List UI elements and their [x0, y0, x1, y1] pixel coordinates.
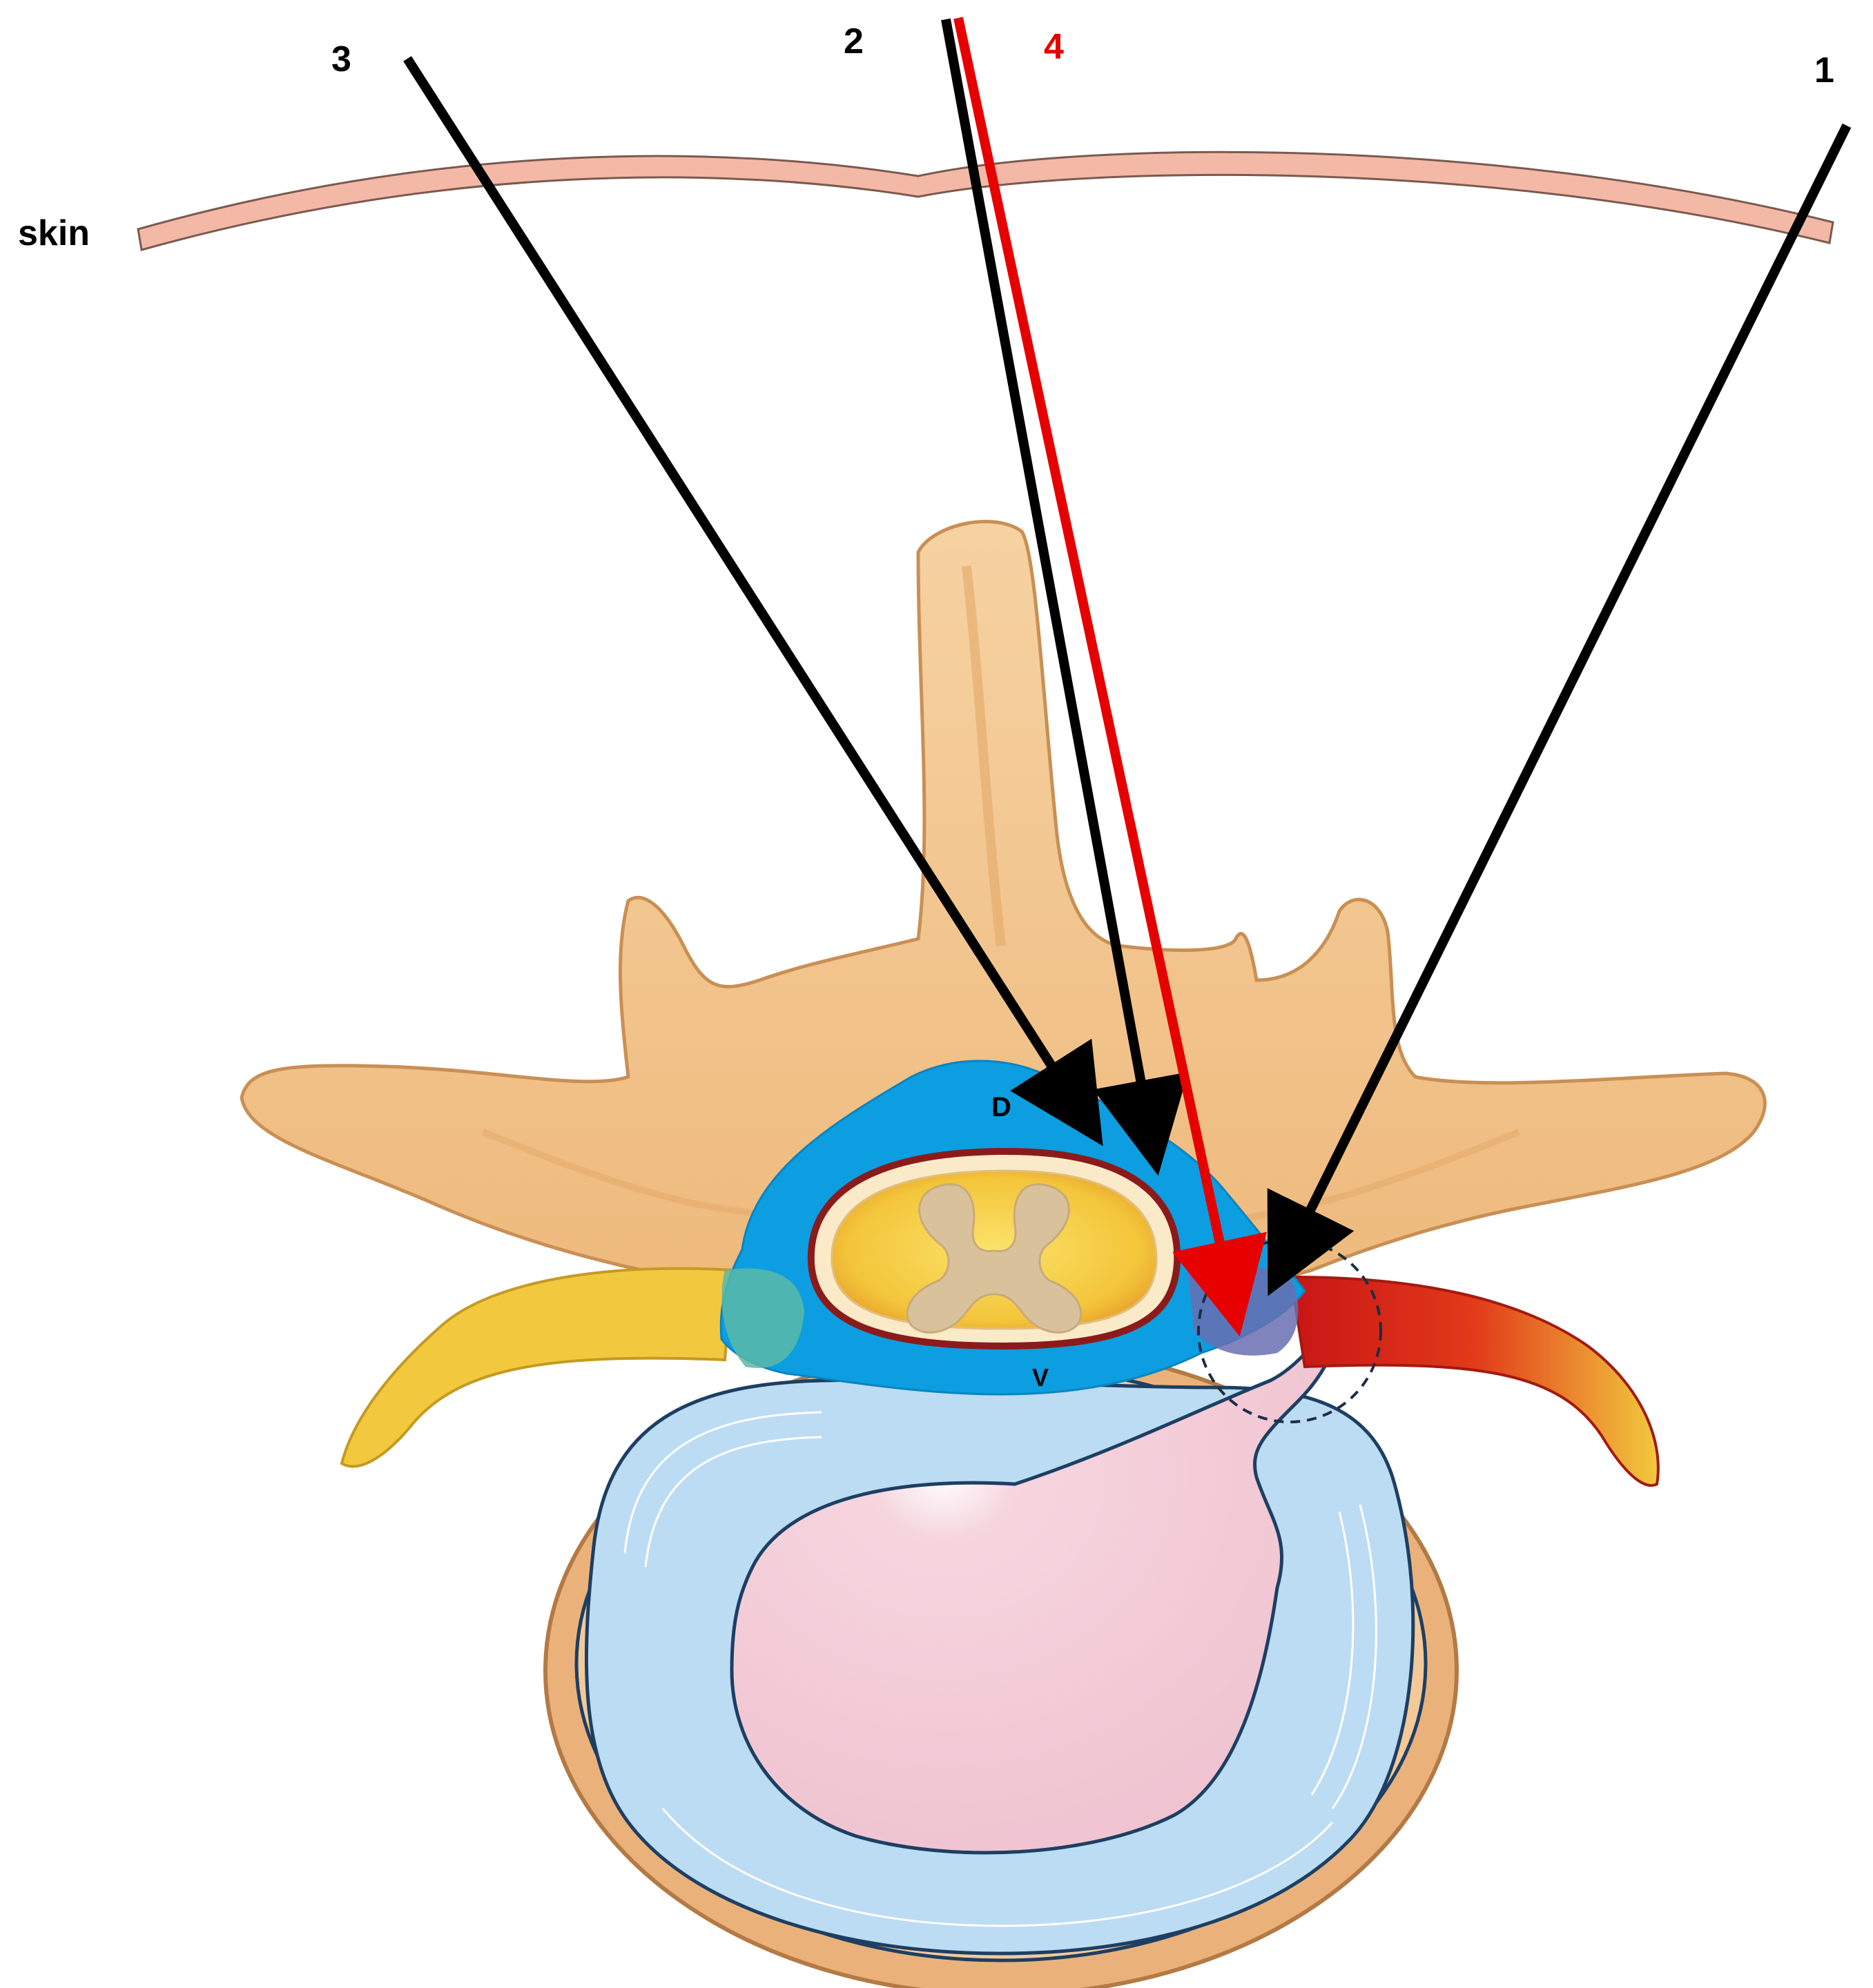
- label-dorsal: D: [991, 1092, 1011, 1122]
- needle-1-arrow-icon: [1267, 123, 1852, 1296]
- skin-layer: [137, 150, 1834, 251]
- needle-2-arrow-icon: [941, 18, 1189, 1176]
- needle-3-arrow-icon: [403, 56, 1103, 1147]
- label-needle-4: 4: [1044, 27, 1064, 67]
- needle-trajectories: [403, 17, 1852, 1337]
- spinal-cord: [831, 1169, 1158, 1334]
- nerve-root-right-inflamed: [1289, 1275, 1660, 1487]
- posterior-arch: [240, 520, 1767, 1314]
- label-needle-1: 1: [1814, 50, 1834, 90]
- needle-4-arrow-icon: [953, 17, 1267, 1337]
- nerve-root-left: [340, 1267, 734, 1468]
- label-skin: skin: [18, 213, 90, 253]
- nucleus-pulposus: [730, 1307, 1340, 1855]
- label-needle-2: 2: [844, 21, 864, 61]
- label-needle-3: 3: [331, 39, 351, 79]
- label-ventral: V: [1032, 1363, 1049, 1392]
